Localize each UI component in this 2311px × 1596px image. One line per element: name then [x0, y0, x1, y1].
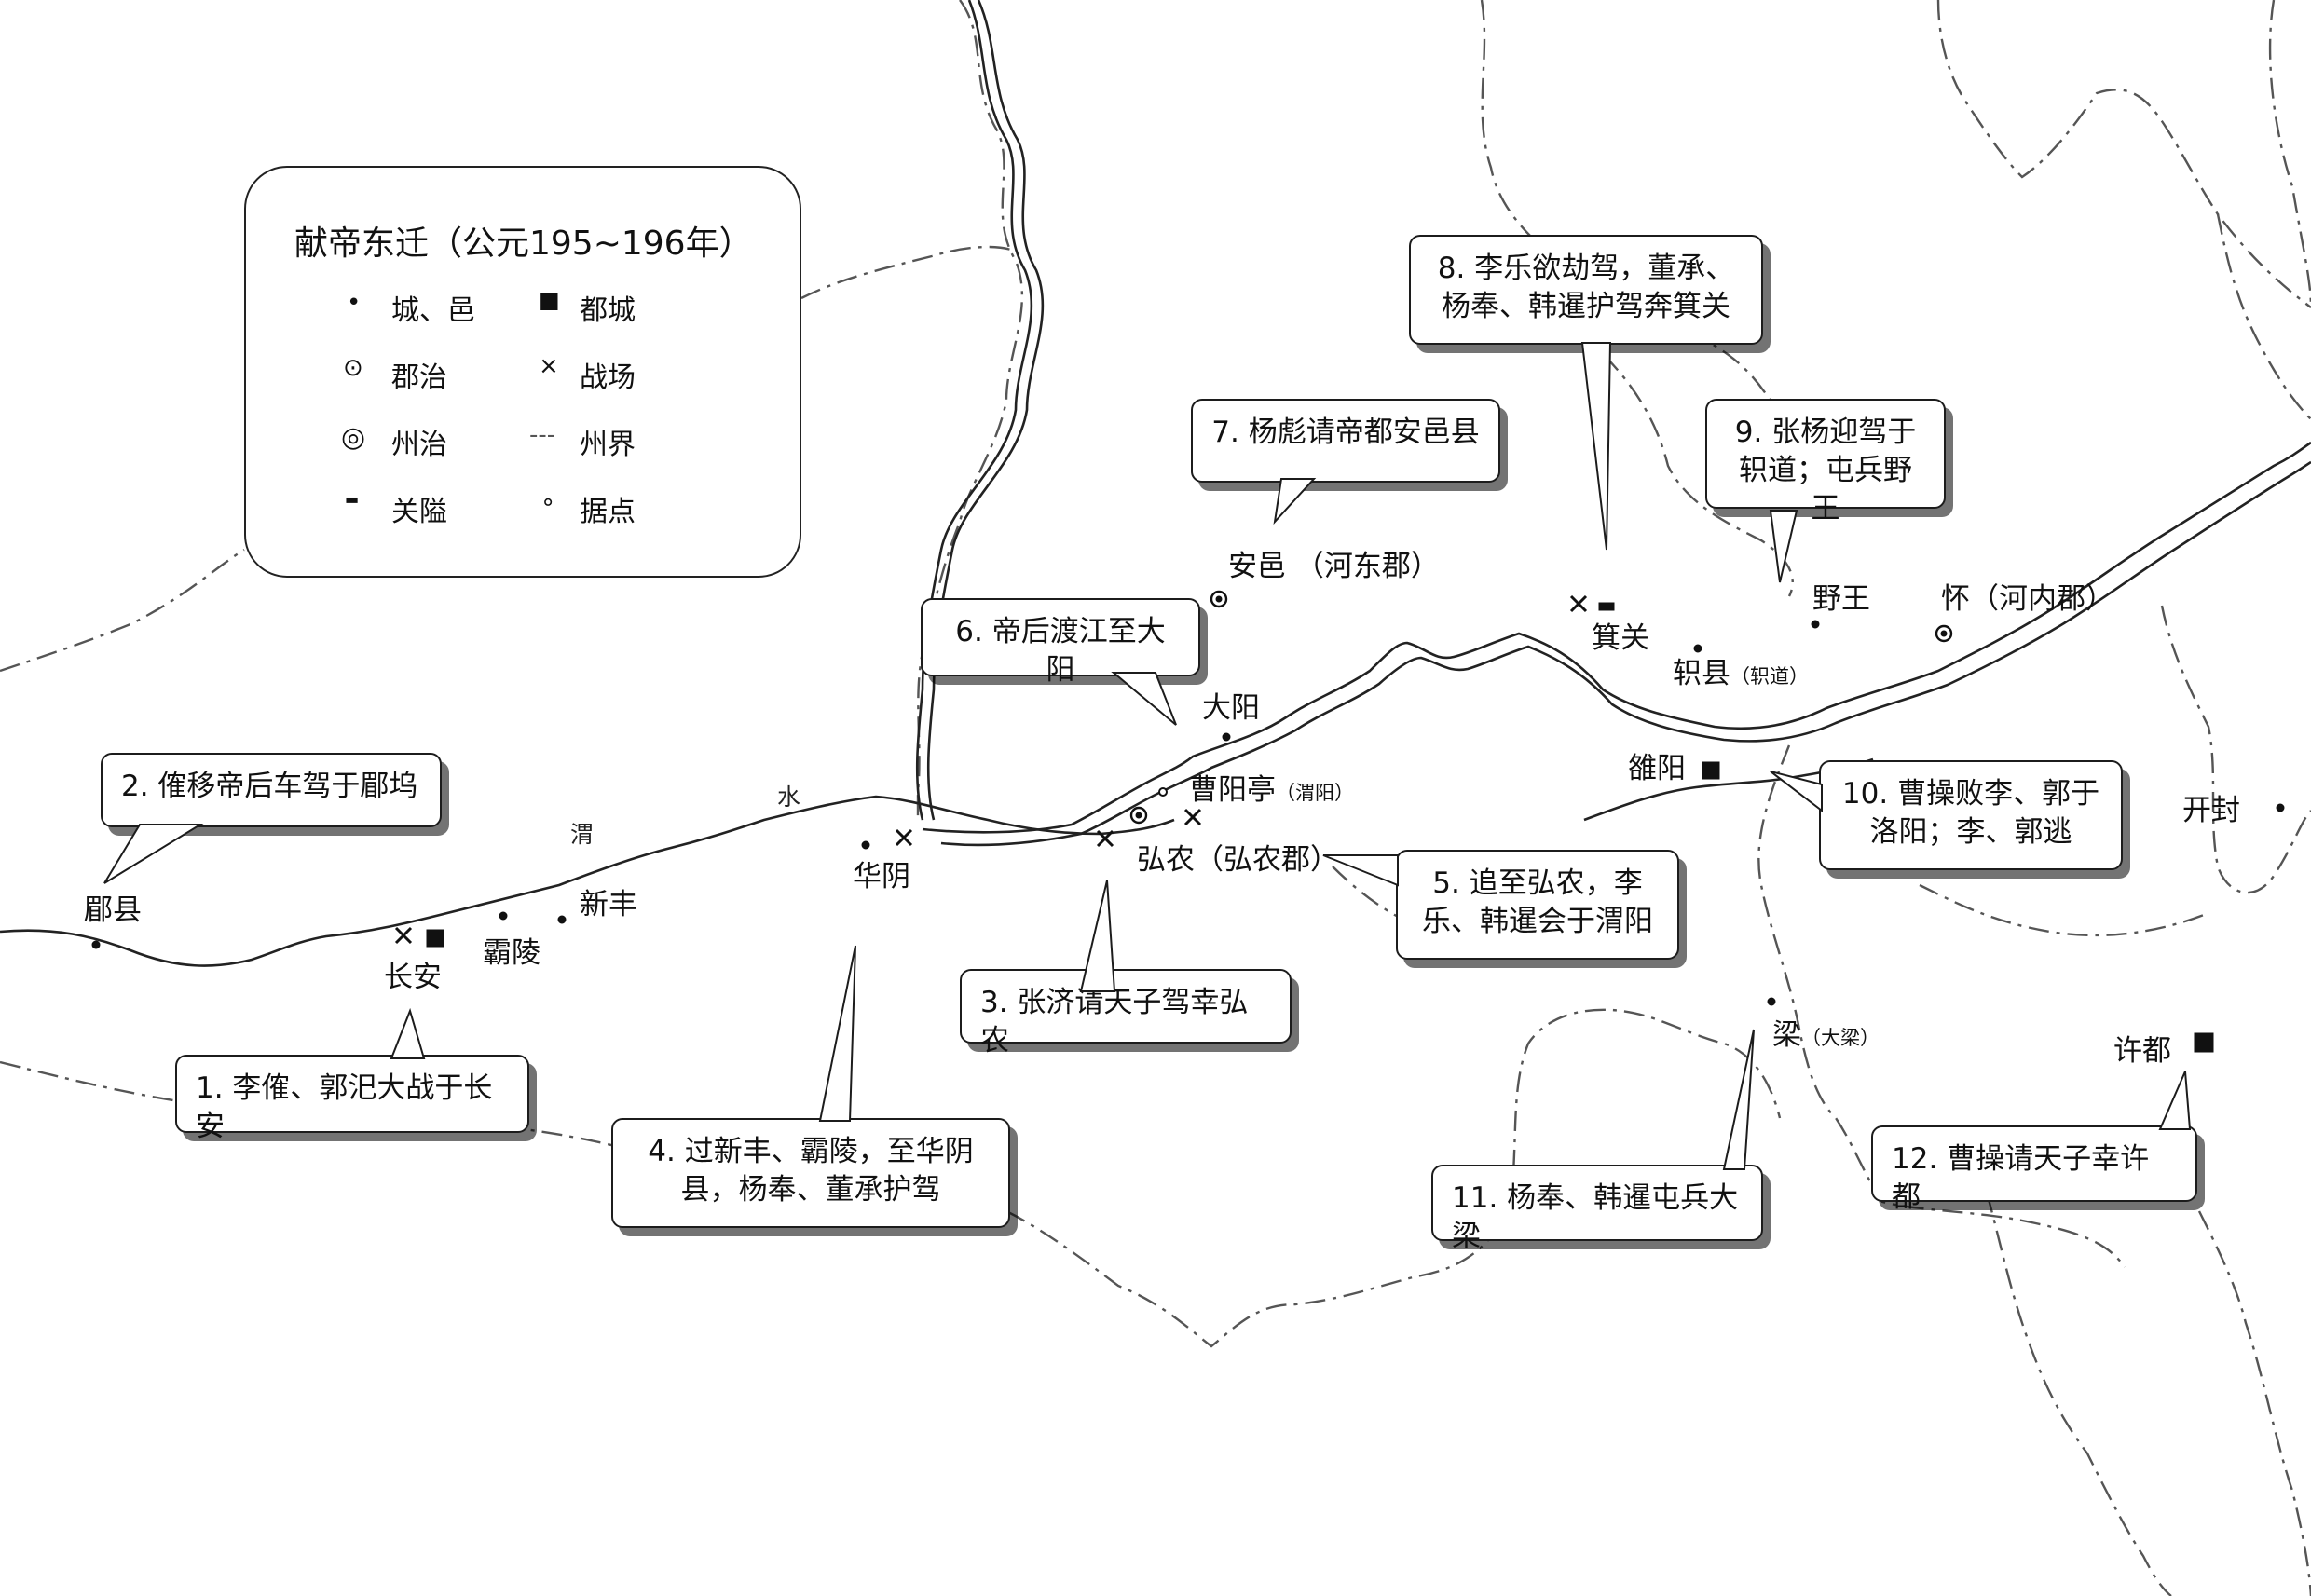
liang-note: （大梁）: [1801, 1027, 1880, 1049]
event-callout-8: 8. 李乐欲劫驾，董承、杨奉、韩暹护驾奔箕关: [1409, 235, 1763, 345]
place-huayin: 华阴: [853, 860, 910, 893]
liang-name: 梁: [1772, 1018, 1801, 1052]
place-huai: 怀（河内郡）: [1941, 582, 2114, 616]
event-callout-12: 12. 曹操请天子幸许都: [1871, 1125, 2197, 1214]
legend-battlefield-label: 战场: [580, 361, 636, 394]
hongnong-commandery-ring: [1129, 806, 1148, 825]
yellow-river-north: [915, 0, 1033, 821]
place-dayang: 大阳: [1202, 691, 1260, 725]
event-callout-1: 1. 李傕、郭汜大战于长安: [175, 1055, 529, 1143]
yellow-river-main: [922, 441, 2311, 834]
legend-commandery-label: 郡治: [391, 361, 447, 394]
xinfeng-dot: [557, 915, 567, 924]
event-callout-10: 10. 曹操败李、郭于洛阳；李、郭逃: [1819, 760, 2123, 870]
jiguan-pass-mark: [1598, 602, 1615, 611]
event-callout-4: 4. 过新丰、霸陵，至华阴县，杨奉、董承护驾: [611, 1118, 1010, 1228]
legend-city-label: 城、邑: [391, 294, 475, 327]
luoyang-capital-square: [1702, 761, 1720, 780]
kaifeng-dot: [2276, 803, 2285, 812]
place-jiguan: 箕关: [1592, 621, 1649, 655]
province-seat-symbol-icon: ◎: [341, 421, 366, 454]
rivers: [0, 0, 2311, 967]
anyi-commandery-center: [1215, 595, 1223, 603]
changan-capital-square: [426, 929, 444, 948]
commandery-symbol-icon: ⊙: [343, 354, 363, 382]
zhixian-note: （轵道）: [1730, 665, 1809, 688]
legend-capital-label: 都城: [580, 294, 636, 327]
caoyangting-note: （渭阳）: [1276, 782, 1354, 804]
legend-box: 献帝东迁（公元195~196年） • 城、邑 ■ 都城 ⊙ 郡治 × 战场 ◎ …: [244, 166, 801, 578]
place-anyi: 安邑 （河东郡）: [1228, 550, 1440, 583]
caoyangting-name: 曹阳亭: [1189, 773, 1276, 807]
event-callout-2: 2. 傕移帝后车驾于郿坞: [101, 753, 442, 827]
capital-symbol-icon: ■: [539, 287, 560, 313]
liang-dot: [1767, 997, 1776, 1006]
map-symbols: [91, 590, 2285, 1053]
huai-commandery-center: [1940, 630, 1948, 637]
place-baling: 霸陵: [483, 936, 540, 970]
caoyang-battle-cross: [1183, 808, 1202, 826]
anyi-commandery-ring: [1210, 590, 1228, 608]
huai-commandery-ring: [1935, 624, 1953, 643]
pass-symbol-icon: ▬: [345, 490, 360, 508]
event-callout-6: 6. 帝后渡江至大阳: [921, 598, 1200, 687]
legend-title: 献帝东迁（公元195~196年）: [294, 225, 753, 263]
dayang-dot: [1222, 732, 1231, 742]
yellow-river-north-bank: [926, 0, 1045, 821]
legend-pass-label: 关隘: [391, 496, 447, 528]
river-label-wei: 渭: [570, 821, 595, 848]
hongnong-commandery-center: [1135, 812, 1142, 819]
place-kaifeng: 开封: [2182, 794, 2240, 827]
place-changan: 长安: [384, 961, 442, 994]
place-yewang: 野王: [1812, 582, 1870, 616]
event-callout-11: 11. 杨奉、韩暹屯兵大梁: [1431, 1165, 1763, 1253]
place-hongnong: 弘农（弘农郡）: [1137, 843, 1339, 877]
baling-dot: [499, 911, 508, 921]
huayin-battle-cross: [895, 828, 913, 847]
zhixian-dot: [1693, 644, 1702, 653]
place-xudu: 许都: [2113, 1034, 2171, 1068]
meixian-dot: [91, 940, 101, 949]
changan-battle-cross: [394, 926, 413, 945]
event-callout-7: 7. 杨彪请帝都安邑县: [1191, 399, 1500, 483]
legend-stronghold-label: 据点: [580, 496, 636, 528]
boundary-symbol-icon: ---: [529, 421, 556, 449]
city-symbol-icon: •: [347, 289, 362, 317]
legend-province-seat-label: 州治: [391, 429, 447, 461]
hongnong-west-battle-cross: [1096, 829, 1114, 848]
zhixian-name: 轵县: [1673, 657, 1730, 690]
jiguan-battle-cross: [1569, 594, 1588, 613]
place-xinfeng: 新丰: [580, 888, 637, 921]
stronghold-symbol-icon: ∘: [540, 488, 556, 516]
legend-boundary-label: 州界: [580, 429, 636, 461]
river-label-shui: 水: [777, 784, 801, 811]
yellow-river-bank: [940, 460, 2311, 847]
place-liang: 梁（大梁）: [1772, 1021, 1880, 1050]
wei-river: [0, 795, 1175, 967]
caoyangting-stronghold: [1158, 787, 1168, 797]
place-luoyang: 雒阳: [1628, 752, 1686, 785]
place-meixian: 郿县: [84, 893, 142, 927]
xudu-capital-square: [2194, 1032, 2214, 1053]
place-caoyangting: 曹阳亭（渭阳）: [1189, 776, 1354, 805]
event-callout-9: 9. 张杨迎驾于轵道；屯兵野王: [1705, 399, 1946, 525]
event-callout-3: 3. 张济请天子驾幸弘农: [960, 969, 1292, 1057]
yewang-dot: [1811, 620, 1820, 629]
place-zhixian: 轵县（轵道）: [1673, 660, 1809, 689]
event-callout-5: 5. 追至弘农，李乐、韩暹会于渭阳: [1396, 850, 1679, 960]
huayin-dot: [861, 840, 870, 850]
battlefield-symbol-icon: ×: [539, 352, 559, 380]
